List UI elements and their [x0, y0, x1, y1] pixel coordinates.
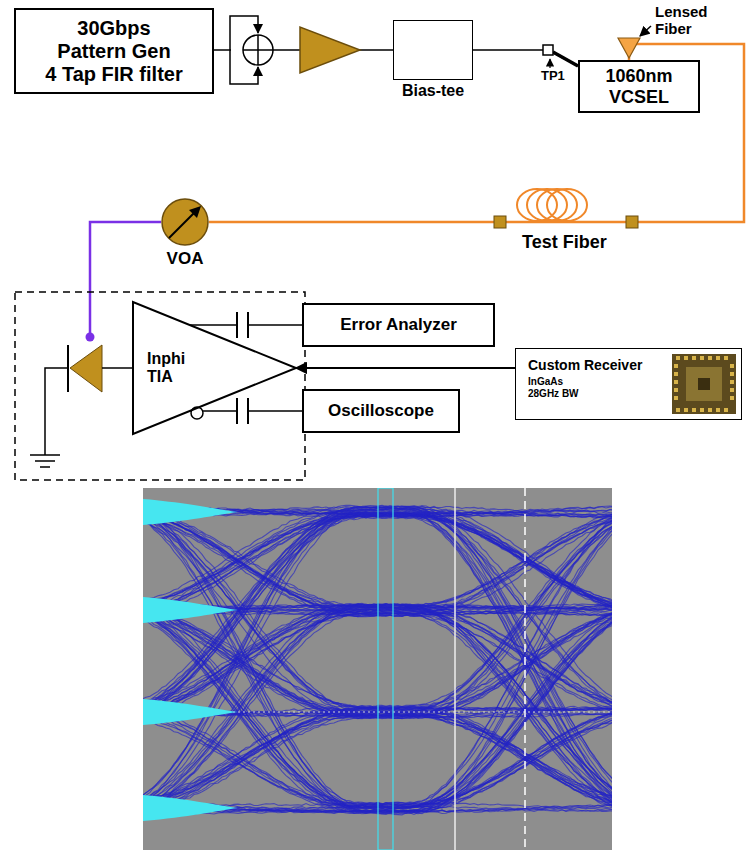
tia-amplifier: Inphi TIA	[133, 302, 296, 434]
custom-receiver-box: Custom ReceiverInGaAs 28GHz BW	[515, 348, 742, 420]
test-point-pad	[543, 45, 553, 55]
spool-loop	[547, 189, 587, 221]
eye-sample-window	[378, 488, 393, 850]
node-title: Custom Receiver	[528, 357, 642, 373]
receiver-enclosure	[15, 292, 305, 480]
node-title: Bias-tee	[402, 82, 464, 100]
xor-symbol	[243, 35, 273, 65]
capacitor-symbol	[237, 312, 248, 338]
fiber-spool	[517, 189, 587, 221]
receiver-chip-photo	[672, 354, 736, 414]
oscilloscope-box: Oscilloscope	[302, 389, 460, 433]
optical-fiber	[209, 44, 744, 222]
eye-histogram	[143, 795, 238, 821]
xor-circle	[243, 35, 273, 65]
fiber-connector	[494, 216, 506, 228]
lensed-fiber-label: Lensed Fiber	[655, 3, 717, 38]
error-analyzer-box: Error Analyzer	[302, 303, 495, 347]
connector-group	[190, 44, 744, 411]
lensed-fiber-symbol	[618, 38, 640, 58]
receiver-fiber	[90, 222, 161, 333]
diode-wire	[102, 367, 133, 369]
eye-grid	[524, 488, 526, 850]
node-detail: InGaAs 28GHz BW	[528, 376, 588, 399]
wire-mask	[231, 47, 243, 53]
node-title: 1060nm VCSEL	[589, 66, 689, 107]
photodiode-symbol	[68, 345, 133, 392]
eye-histogram	[143, 499, 238, 821]
voa-outline	[161, 198, 209, 246]
capacitor-plates	[237, 398, 248, 424]
xor-cross	[243, 35, 273, 65]
eye-grid	[454, 488, 456, 850]
diode-body	[70, 345, 102, 392]
voa-arrow	[169, 212, 195, 238]
chip-pads	[676, 364, 732, 404]
voa-outline	[162, 199, 208, 245]
test-point-label: TP1	[541, 69, 565, 84]
eye-diagram	[143, 488, 612, 850]
vcsel-box: 1060nm VCSEL	[578, 60, 700, 113]
voa-symbol: VOA	[161, 198, 209, 246]
capacitor-gap	[238, 318, 247, 332]
tia-outline	[133, 302, 296, 434]
capacitor-symbol	[237, 398, 248, 424]
pattern-generator-box: 30Gbps Pattern Gen4 Tap FIR filter	[14, 8, 214, 94]
spool-loop	[537, 189, 577, 221]
lensed-fiber-leader	[640, 26, 651, 36]
test-point-leader	[549, 59, 550, 68]
chip-die	[672, 354, 736, 414]
bias-tee-box: Bias-tee	[393, 20, 473, 80]
chip-core	[686, 367, 722, 401]
chip-center	[698, 378, 710, 390]
capacitor-plates	[237, 312, 248, 338]
node-title: Inphi TIA	[147, 350, 203, 387]
node-title: Oscilloscope	[328, 401, 434, 421]
node-detail: 4 Tap FIR filter	[45, 63, 182, 86]
node-title: Error Analyzer	[340, 315, 457, 335]
eye-histogram	[143, 499, 238, 525]
signal-wire	[473, 50, 578, 66]
capacitor-gap	[238, 404, 247, 418]
ground-symbol	[30, 368, 68, 467]
fiber-connector	[626, 216, 638, 228]
eye-histogram	[143, 597, 238, 623]
fiber-tip	[86, 333, 95, 342]
test-fiber-label: Test Fiber	[522, 232, 607, 253]
node-title: VOA	[167, 249, 204, 269]
chip-pads	[676, 358, 732, 410]
amplifier-symbol	[300, 27, 360, 73]
rf-probe-wire	[553, 52, 578, 66]
voa-arrow	[189, 206, 201, 218]
node-title: 30Gbps Pattern Gen	[42, 17, 186, 63]
eye-histogram	[143, 699, 238, 725]
pointer-arrow	[296, 367, 515, 369]
